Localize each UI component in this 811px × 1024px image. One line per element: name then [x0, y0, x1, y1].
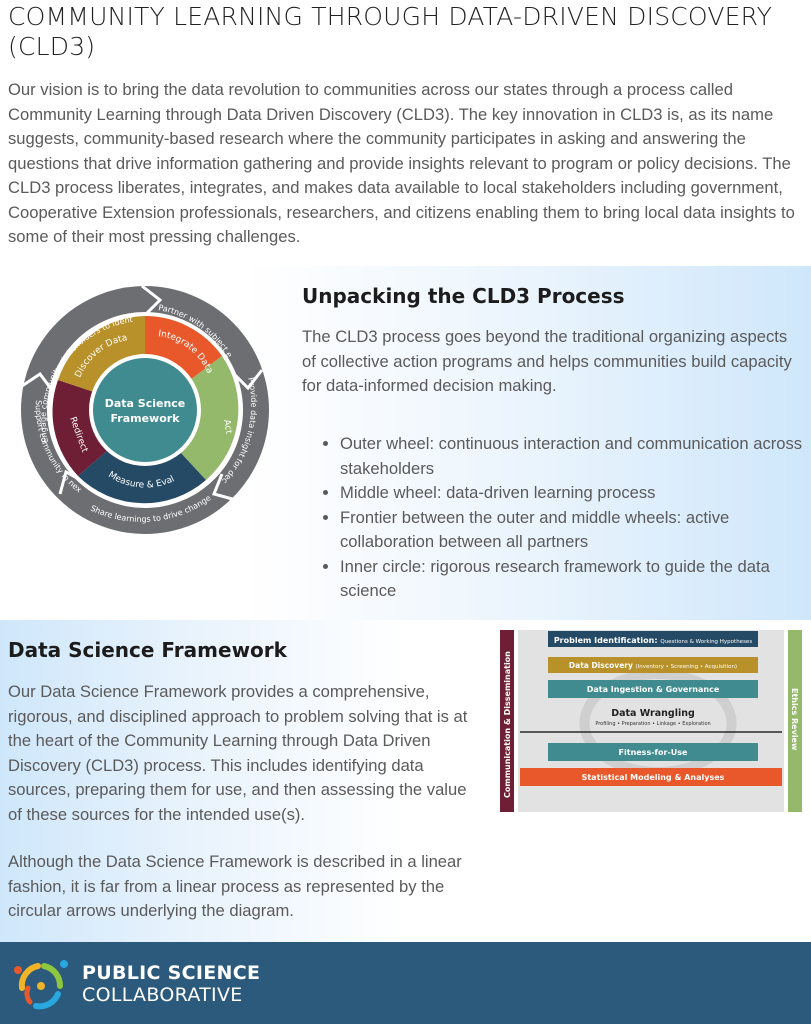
- list-item: Middle wheel: data-driven learning proce…: [340, 481, 810, 506]
- unpacking-paragraph: The CLD3 process goes beyond the traditi…: [302, 327, 792, 395]
- footer-logo-line-1: PUBLIC SCIENCE: [82, 962, 261, 984]
- communication-label: Communication & Dissemination: [503, 651, 512, 798]
- svg-text:Problem Identification: Questi: Problem Identification: Questions & Work…: [554, 636, 753, 645]
- ingestion-label: Data Ingestion & Governance: [587, 685, 720, 694]
- framework-paragraph-2: Although the Data Science Framework is d…: [8, 852, 462, 920]
- list-item: Frontier between the outer and middle wh…: [340, 506, 810, 555]
- psc-logo-icon: [14, 960, 68, 1010]
- modeling-label: Statistical Modeling & Analyses: [582, 773, 725, 782]
- footer-bar: [0, 942, 811, 1024]
- footer-logo-text: PUBLIC SCIENCE COLLABORATIVE: [82, 962, 260, 1006]
- wheel-act-label: Act: [221, 419, 233, 435]
- footer-logo-line-2: COLLABORATIVE: [82, 984, 243, 1006]
- unpacking-bullet-list: Outer wheel: continuous interaction and …: [322, 432, 810, 604]
- discovery-sub-label: (Inventory • Screening • Acquisition): [636, 664, 738, 670]
- fitness-label: Fitness-for-Use: [619, 748, 688, 757]
- list-item: Outer wheel: continuous interaction and …: [340, 432, 810, 481]
- list-item: Inner circle: rigorous research framewor…: [340, 555, 810, 604]
- ethics-label: Ethics Review: [790, 688, 799, 751]
- framework-diagram: Communication & Dissemination Ethics Rev…: [498, 628, 806, 816]
- problem-sub-label: Questions & Working Hypotheses: [660, 639, 752, 645]
- wheel-center-label-2: Framework: [110, 412, 180, 425]
- framework-heading: Data Science Framework: [8, 638, 287, 662]
- page-title: COMMUNITY LEARNING THROUGH DATA-DRIVEN D…: [8, 2, 773, 61]
- wrangling-label: Data Wrangling: [611, 708, 695, 719]
- unpacking-heading: Unpacking the CLD3 Process: [302, 284, 625, 308]
- framework-paragraph-1: Our Data Science Framework provides a co…: [8, 682, 468, 824]
- wheel-center-label-1: Data Science: [105, 397, 186, 410]
- wrangling-sub-label: Profiling • Preparation • Linkage • Expl…: [595, 721, 710, 727]
- svg-text:Data Discovery (Inventory • Sc: Data Discovery (Inventory • Screening • …: [569, 661, 737, 670]
- discovery-label: Data Discovery: [569, 661, 633, 670]
- problem-label: Problem Identification:: [554, 636, 658, 645]
- cld3-wheel-diagram: Data Science Framework Discover Data Int…: [0, 270, 269, 534]
- intro-paragraph: Our vision is to bring the data revoluti…: [8, 80, 795, 246]
